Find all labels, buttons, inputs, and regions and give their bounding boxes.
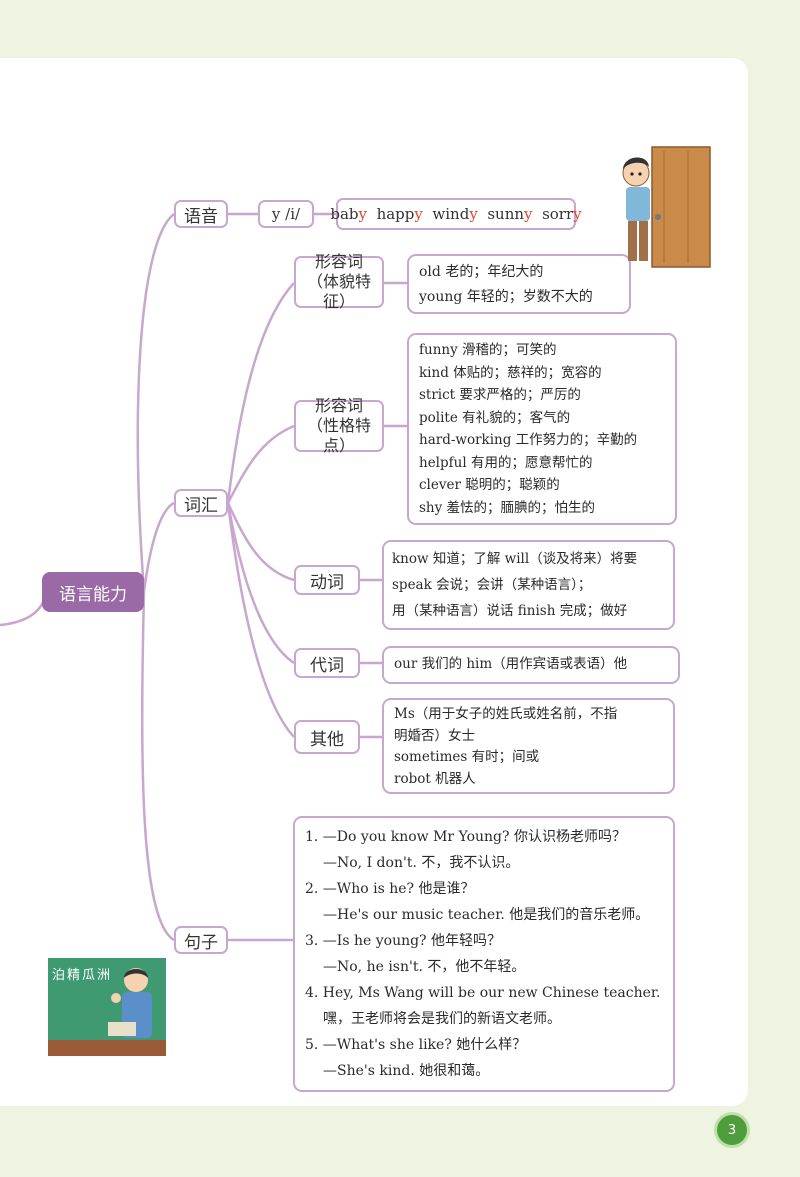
others-box: Ms（用于女子的姓氏或姓名前，不指 明婚否）女士 sometimes 有时；间或…: [382, 698, 675, 794]
vocab-item: Ms（用于女子的姓氏或姓名前，不指: [394, 706, 618, 722]
vocab-item: strict 要求严格的；严厉的: [419, 387, 581, 403]
page-number-badge: 3: [717, 1115, 747, 1145]
vocab-item: 明婚否）女士: [394, 727, 475, 744]
category-pronouns: 代词: [294, 648, 360, 678]
blackboard-text: 泊精瓜洲: [52, 968, 113, 983]
boy-at-door-illustration: [622, 146, 711, 268]
vocab-item: polite 有礼貌的；客气的: [419, 409, 571, 426]
vocab-item: old 老的；年纪大的: [419, 264, 544, 280]
sentences-box: 1. —Do you know Mr Young? 你认识杨老师吗？ —No, …: [293, 816, 675, 1092]
vocab-item: funny 滑稽的；可笑的: [419, 342, 557, 358]
word-happy: happy: [376, 205, 423, 223]
verbs-box: know 知道；了解 will（谈及将来）将要 speak 会说；会讲（某种语言…: [382, 540, 675, 630]
vocab-item: speak 会说；会讲（某种语言）；: [392, 577, 592, 593]
word-windy: windy: [432, 205, 478, 223]
vocab-item: robot 机器人: [394, 770, 476, 787]
category-sublabel: （性格特点）: [306, 416, 371, 455]
pronouns-box: our 我们的 him（用作宾语或表语）他: [382, 646, 680, 684]
word-baby: baby: [330, 205, 368, 223]
branch-sentences: 句子: [174, 926, 228, 954]
category-others: 其他: [294, 720, 360, 754]
pronunciation-words: baby happy windy sunny sorry: [330, 198, 582, 230]
appearance-words-box: old 老的；年纪大的 young 年轻的；岁数不大的: [407, 254, 631, 314]
category-label: 形容词: [314, 396, 363, 415]
sentence-line: 3. —Is he young? 他年轻吗？: [305, 933, 502, 949]
sentence-line: 4. Hey, Ms Wang will be our new Chinese …: [305, 985, 661, 1001]
word-sunny: sunny: [487, 205, 533, 223]
category-label: 形容词: [314, 252, 363, 271]
branch-pronunciation: 语音: [174, 200, 228, 228]
vocab-item: young 年轻的；岁数不大的: [419, 289, 593, 305]
sentence-line: —No, he isn't. 不，他不年轻。: [323, 959, 526, 975]
root-node: 语言能力: [42, 572, 144, 612]
page-bottom-band: [0, 1106, 800, 1177]
pronunciation-sound: y /i/: [258, 200, 314, 228]
vocab-item: shy 羞怯的；腼腆的；怕生的: [419, 499, 596, 516]
vocab-item: hard-working 工作努力的；辛勤的: [419, 432, 638, 448]
category-appearance-adjectives: 形容词 （体貌特征）: [294, 252, 384, 311]
sentence-line: 嘿，王老师将会是我们的新语文老师。: [323, 1011, 561, 1027]
category-personality-adjectives: 形容词 （性格特点）: [294, 396, 384, 455]
category-verbs: 动词: [294, 565, 360, 595]
sentence-line: 1. —Do you know Mr Young? 你认识杨老师吗？: [305, 829, 626, 845]
vocab-item: clever 聪明的；聪颖的: [419, 477, 560, 493]
branch-vocabulary: 词汇: [174, 489, 228, 517]
vocab-item: 用（某种语言）说话 finish 完成；做好: [392, 603, 628, 619]
sentence-line: —No, I don't. 不，我不认识。: [323, 855, 520, 871]
category-sublabel: （体貌特征）: [306, 272, 371, 311]
sentence-line: —She's kind. 她很和蔼。: [323, 1063, 490, 1079]
word-sorry: sorry: [542, 205, 582, 223]
vocab-item: helpful 有用的；愿意帮忙的: [419, 454, 593, 471]
teacher-illustration: 泊精瓜洲: [48, 958, 166, 1056]
sentence-line: 2. —Who is he? 他是谁？: [305, 881, 475, 897]
vocab-item: sometimes 有时；间或: [394, 749, 540, 765]
personality-words-box: funny 滑稽的；可笑的 kind 体贴的；慈祥的；宽容的 strict 要求…: [407, 333, 677, 525]
vocab-item: our 我们的 him（用作宾语或表语）他: [394, 656, 628, 672]
vocab-item: know 知道；了解 will（谈及将来）将要: [392, 551, 638, 567]
vocab-item: kind 体贴的；慈祥的；宽容的: [419, 364, 602, 381]
sentence-line: 5. —What's she like? 她什么样？: [305, 1037, 527, 1053]
sentence-line: —He's our music teacher. 他是我们的音乐老师。: [323, 907, 650, 923]
